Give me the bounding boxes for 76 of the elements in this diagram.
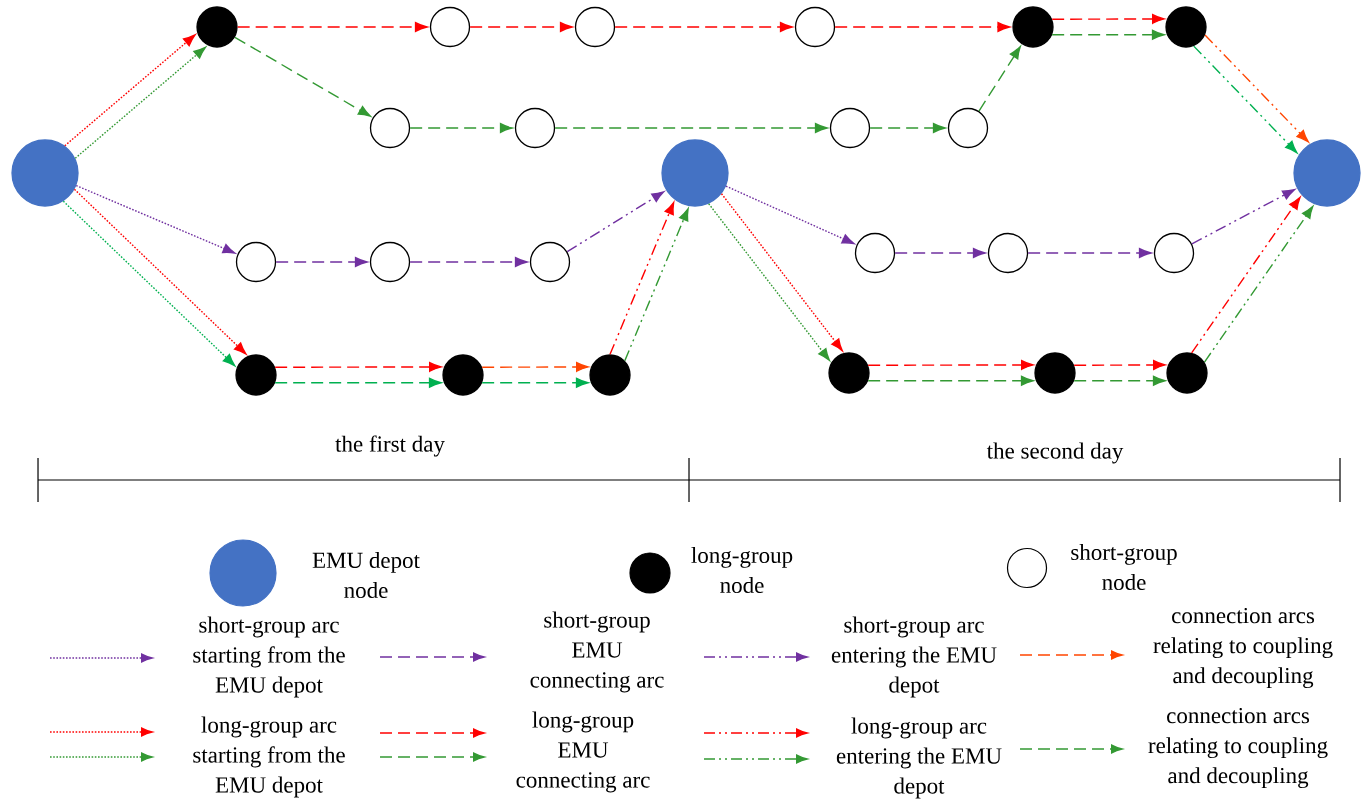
legend-text: long-group arc starting from the EMU depot <box>193 716 345 798</box>
large-circle <box>1293 139 1361 207</box>
legend-text: long-group EMU connecting arc <box>516 711 650 793</box>
arrow <box>62 200 236 367</box>
hollow-circle <box>1153 232 1195 274</box>
arrow <box>1203 205 1314 363</box>
arrow <box>554 123 828 133</box>
arrow <box>274 361 442 372</box>
arrow <box>720 193 843 352</box>
large-circle <box>11 139 79 207</box>
day-label: the second day <box>986 442 1124 464</box>
arrow <box>64 34 196 147</box>
hollow-circle <box>794 6 836 48</box>
hollow-circle <box>235 241 277 283</box>
legend-text: long-group arc entering the EMU depot <box>836 717 1002 799</box>
filled-circle <box>1034 352 1076 394</box>
filled-circle <box>1165 6 1207 48</box>
arrow <box>566 191 665 253</box>
arrow <box>614 22 793 32</box>
day-label: the first day <box>335 435 445 457</box>
arrow <box>74 46 207 159</box>
arrow <box>867 375 1034 386</box>
hollow-circle <box>369 241 411 283</box>
filled-circle <box>1012 6 1054 48</box>
legend-text: connection arcs relating to coupling and decoupling <box>1153 607 1333 689</box>
arrow <box>867 359 1034 370</box>
arrow <box>1193 45 1298 154</box>
arrow <box>234 36 371 117</box>
filled-circle <box>196 6 238 48</box>
arrow <box>469 22 573 32</box>
arrow <box>624 208 689 362</box>
filled-circle <box>442 354 484 396</box>
legend-text: short-group arc starting from the EMU depot <box>193 616 345 698</box>
arrow <box>1073 359 1166 370</box>
arrow <box>1191 188 1296 245</box>
arrow <box>978 46 1021 112</box>
legend-text: short-group arc entering the EMU depot <box>831 616 997 698</box>
arrow <box>409 123 513 133</box>
legend-text: connection arcs relating to coupling and decoupling <box>1148 707 1328 789</box>
legend-text: short-group EMU connecting arc <box>530 611 664 693</box>
arrow <box>869 123 946 133</box>
arrow <box>725 185 855 245</box>
hollow-circle <box>369 107 411 149</box>
arrow <box>275 257 368 267</box>
filled-circle <box>1166 352 1208 394</box>
hollow-circle <box>529 241 571 283</box>
arrow <box>1204 34 1309 143</box>
arrow <box>1051 13 1165 24</box>
hollow-circle <box>514 107 556 149</box>
legend-text: EMU depot node <box>312 551 420 599</box>
arrow <box>894 248 986 258</box>
arrow <box>1027 248 1152 258</box>
hollow-circle <box>574 6 616 48</box>
arrow <box>609 201 675 356</box>
filled-circle <box>589 354 631 396</box>
arrow <box>834 22 1011 32</box>
hollow-circle <box>987 232 1029 274</box>
arrow <box>409 257 528 267</box>
hollow-circle <box>854 232 896 274</box>
arrow <box>75 184 236 254</box>
arrow <box>1190 196 1301 354</box>
hollow-circle <box>429 6 471 48</box>
filled-circle <box>828 352 870 394</box>
hollow-circle <box>829 107 871 149</box>
arrow <box>73 188 247 355</box>
arrow <box>236 22 428 32</box>
large-circle <box>661 139 729 207</box>
arrow <box>274 377 442 388</box>
arrow <box>1073 375 1166 386</box>
hollow-circle <box>947 107 989 149</box>
arrow <box>481 377 589 388</box>
arrow <box>1051 29 1165 40</box>
arrow <box>481 361 589 372</box>
filled-circle <box>235 354 277 396</box>
legend-text: long-group node <box>691 546 793 594</box>
arrow <box>708 203 831 362</box>
